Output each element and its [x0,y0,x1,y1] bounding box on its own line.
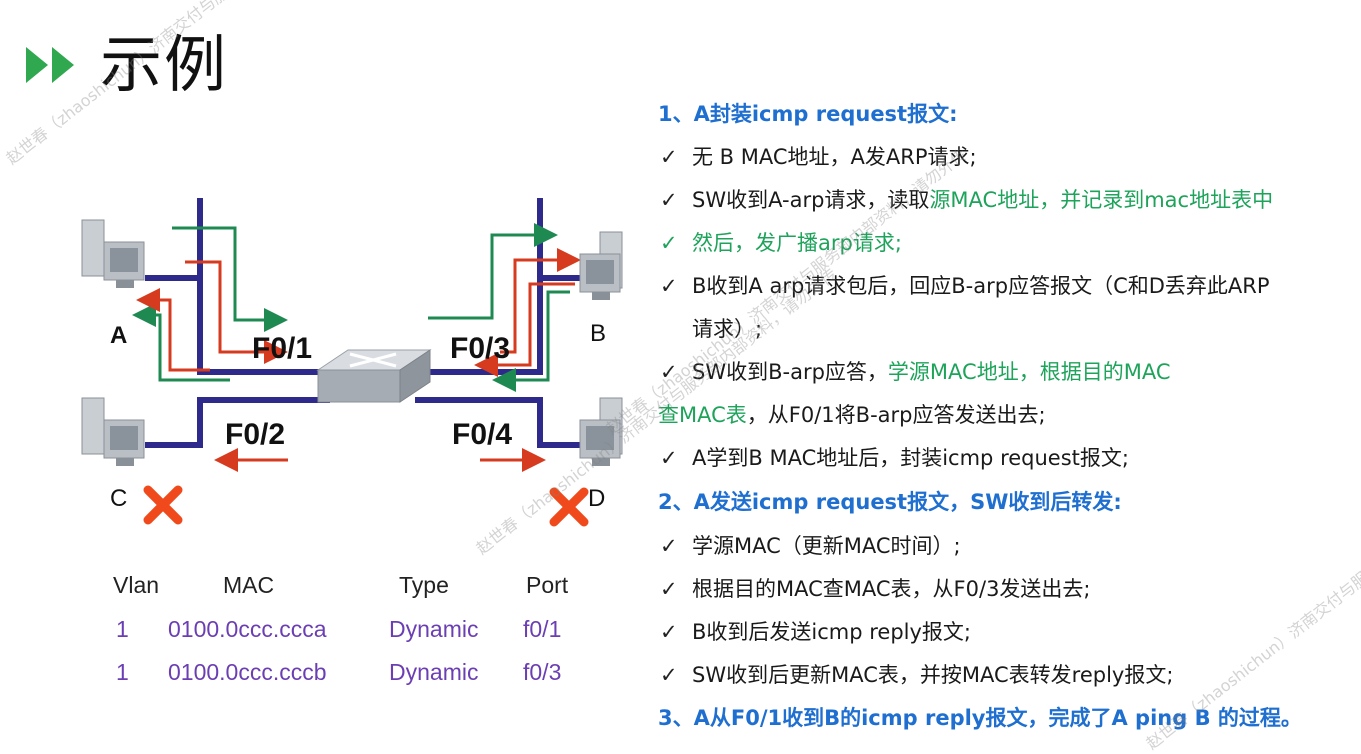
pc-c-icon [81,397,145,466]
cell-mac: 0100.0ccc.cccb [168,659,327,685]
step-highlight: 源MAC地址，并记录到mac地址表中 [929,188,1274,212]
step-item: ✓ SW收到后更新MAC表，并按MAC表转发reply报文; [658,659,1173,691]
red-arrow-b-out [500,248,581,354]
check-icon: ✓ [660,145,678,169]
step-item-continued: 查MAC表，从F0/1将B-arp应答发送出去; [658,399,1046,431]
check-icon: ✓ [660,620,678,644]
check-icon: ✓ [660,446,678,470]
switch-icon [316,349,432,403]
step-item: ✓ 根据目的MAC查MAC表，从F0/3发送出去; [658,573,1091,605]
step-heading-2: 2、A发送icmp request报文，SW收到后转发: [658,490,1122,514]
step-text: 请求）; [692,317,763,341]
check-icon: ✓ [660,231,678,255]
port-label-f02: F0/2 [225,418,286,451]
cell-vlan: 1 [116,616,129,642]
link-b-to-switch [415,278,543,375]
step-item: ✓ SW收到B-arp应答，学源MAC地址，根据目的MAC [658,356,1170,388]
step-text: 无 B MAC地址，A发ARP请求; [692,145,977,169]
check-icon: ✓ [660,577,678,601]
step-text: B收到A arp请求包后，回应B-arp应答报文（C和D丢弃此ARP [692,274,1270,298]
check-icon: ✓ [660,188,678,212]
node-label-b: B [590,320,607,347]
port-label-f03: F0/3 [450,332,511,365]
header-mac: MAC [223,572,275,598]
step-text: B收到后发送icmp reply报文; [692,620,972,644]
header-type: Type [399,572,449,598]
link-a [145,198,203,281]
link-a-to-switch [197,278,330,375]
step-text: 学源MAC（更新MAC时间）; [692,534,961,558]
step-highlight: 查MAC表 [658,403,747,427]
node-label-c: C [110,485,128,512]
link-c [145,397,330,448]
port-label-f04: F0/4 [452,418,513,451]
drop-cross-d-icon [549,487,589,527]
step-text: ，从F0/1将B-arp应答发送出去; [746,403,1046,427]
link-b [537,198,585,281]
pc-d-icon [579,397,623,466]
port-label-f01: F0/1 [252,332,313,365]
step-item: ✓ 然后，发广播arp请求; [658,227,902,259]
cell-port: f0/1 [523,616,562,642]
check-icon: ✓ [660,663,678,687]
node-label-a: A [110,322,128,349]
step-text: 然后，发广播arp请求; [692,231,902,255]
page-title: 示例 [100,28,229,101]
cell-vlan: 1 [116,659,129,685]
cell-type: Dynamic [389,659,479,685]
header-port: Port [526,572,569,598]
red-arrow-a-in [136,288,210,372]
cell-type: Dynamic [389,616,479,642]
cell-mac: 0100.0ccc.ccca [168,616,327,642]
green-arrow-a-out [172,226,288,332]
red-arrow-a-out [185,260,288,364]
cell-port: f0/3 [523,659,562,685]
step-item: ✓ 无 B MAC地址，A发ARP请求; [658,141,977,173]
check-icon: ✓ [660,534,678,558]
double-chevron-icon [26,47,74,83]
link-d [415,397,580,448]
check-icon: ✓ [660,274,678,298]
step-item: ✓ B收到A arp请求包后，回应B-arp应答报文（C和D丢弃此ARP [658,270,1270,302]
red-arrow-b-in [474,282,575,377]
step-item-continued: 请求）; [658,313,762,345]
step-item: ✓ SW收到A-arp请求，读取源MAC地址，并记录到mac地址表中 [658,184,1273,216]
network-diagram: A B C D F0/1 F0/3 F0/2 F0/4 [60,180,660,540]
node-label-d: D [588,485,606,512]
link-lines [145,198,585,448]
check-icon: ✓ [660,360,678,384]
step-item: ✓ A学到B MAC地址后，封装icmp request报文; [658,442,1129,474]
green-arrow-a-in [132,303,230,382]
step-item: ✓ B收到后发送icmp reply报文; [658,616,971,648]
slide-title: 示例 [22,34,228,96]
step-highlight: 学源MAC地址 [887,360,1019,384]
step-highlight: ，根据目的MAC [1018,360,1171,384]
step-text: SW收到后更新MAC表，并按MAC表转发reply报文; [692,663,1174,687]
drop-cross-c-icon [143,485,183,525]
step-text: A学到B MAC地址后，封装icmp request报文; [692,446,1129,470]
step-heading-3: 3、A从F0/1收到B的icmp reply报文，完成了A ping B 的过程… [658,706,1302,730]
pc-b-icon [579,231,623,300]
pc-a-icon [81,219,145,288]
header-vlan: Vlan [113,572,160,598]
step-text: 根据目的MAC查MAC表，从F0/3发送出去; [692,577,1091,601]
step-text: SW收到A-arp请求，读取 [692,188,930,212]
step-item: ✓ 学源MAC（更新MAC时间）; [658,530,961,562]
step-text: SW收到B-arp应答， [692,360,888,384]
step-heading-1: 1、A封装icmp request报文: [658,102,958,126]
green-arrow-b-out [428,223,558,320]
green-arrow-b-in [492,290,570,392]
